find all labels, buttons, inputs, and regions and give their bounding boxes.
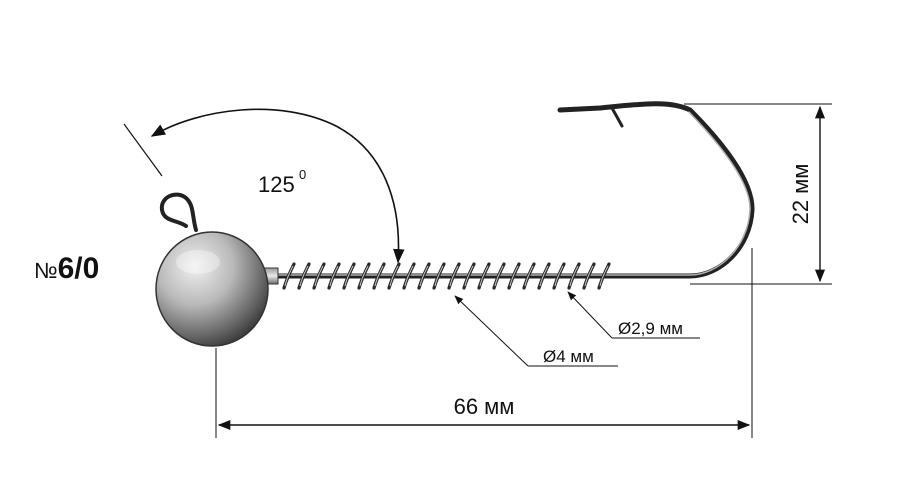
coil-turn-highlight xyxy=(404,265,414,287)
coil-turn-highlight xyxy=(389,265,399,287)
coil-turn-highlight xyxy=(494,265,504,287)
wire-diameter-label: Ø2,9 мм xyxy=(618,319,683,338)
coil-turn-highlight xyxy=(374,265,384,287)
coil-turn-highlight xyxy=(464,265,474,287)
coil-turn-highlight xyxy=(509,265,519,287)
coil-turn-highlight xyxy=(344,265,354,287)
length-dimension: 66 мм xyxy=(215,248,753,438)
size-number-sign: № xyxy=(34,258,58,283)
height-dimension: 22 мм xyxy=(684,103,832,285)
coil-turn-highlight xyxy=(449,265,459,287)
hook-height-label: 22 мм xyxy=(788,164,813,225)
spring-diameter-label: Ø4 мм xyxy=(543,347,594,366)
hook-wire xyxy=(259,101,755,279)
coil-turn-highlight xyxy=(419,265,429,287)
coil-turn-highlight xyxy=(569,265,579,287)
total-length-label: 66 мм xyxy=(454,394,515,419)
spring-diameter-leader xyxy=(454,295,529,367)
coil-turn-highlight xyxy=(284,265,294,287)
coil-turn-highlight xyxy=(359,265,369,287)
size-value: 6/0 xyxy=(57,252,100,285)
angle-unit: 0 xyxy=(299,167,306,182)
hook-wire-highlight xyxy=(261,111,751,276)
coil-turn-highlight xyxy=(539,265,549,287)
angle-arc xyxy=(150,108,405,264)
wire-diameter-leader xyxy=(567,291,613,339)
wire-diameter-callout: Ø2,9 мм xyxy=(567,291,700,339)
coil-turn-highlight xyxy=(299,265,309,287)
coil-turn-highlight xyxy=(434,265,444,287)
angle-value: 125 xyxy=(258,172,295,197)
coil-turn-highlight xyxy=(584,265,594,287)
lead-head xyxy=(155,192,269,347)
ball-head xyxy=(155,231,269,347)
angle-reference-line xyxy=(123,123,163,177)
spring-coil xyxy=(282,262,611,290)
coil-turn-highlight xyxy=(599,265,609,287)
coil-turn-highlight xyxy=(329,265,339,287)
hook-barb xyxy=(610,106,624,128)
coil-turn-highlight xyxy=(479,265,489,287)
hook-size-label: №6/0 xyxy=(34,252,99,286)
coil-turn-highlight xyxy=(314,265,324,287)
hook xyxy=(259,101,755,279)
line-eye-icon xyxy=(159,192,198,232)
angle-indicator: 125 0 xyxy=(123,108,405,264)
spring-diameter-callout: Ø4 мм xyxy=(454,295,618,367)
coil-turn-highlight xyxy=(524,265,534,287)
coil-turn-highlight xyxy=(554,265,564,287)
